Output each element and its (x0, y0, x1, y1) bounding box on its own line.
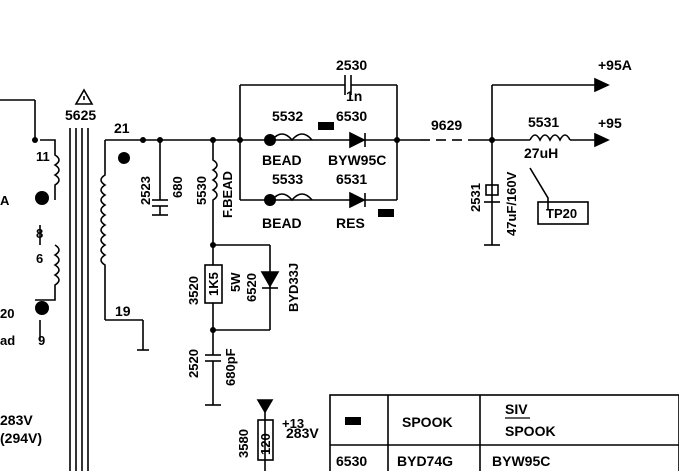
table-border (329, 394, 679, 471)
label: 680 (170, 176, 185, 198)
label: (294V) (0, 430, 42, 446)
junction (210, 242, 216, 248)
winding-right (100, 140, 107, 320)
winding-left-mid (35, 244, 60, 301)
label: 6520 (244, 273, 259, 302)
r3580-body (257, 419, 274, 461)
junction (157, 137, 163, 143)
junction (210, 137, 216, 143)
label: F.BEAD (220, 171, 235, 218)
label: 20 (0, 306, 14, 321)
label: 2523 (138, 176, 153, 205)
label: RES (336, 215, 365, 231)
marker-block (378, 209, 394, 217)
table-header: SPOOK (505, 423, 556, 439)
label: +95 (598, 115, 622, 131)
label: 47uF/160V (504, 171, 519, 236)
label: 283V (286, 425, 319, 441)
label: 11 (36, 149, 50, 164)
label: 5531 (528, 114, 559, 130)
table-marker (345, 417, 361, 425)
label: +13 (282, 416, 304, 431)
l5530 (211, 140, 218, 245)
label: 6 (36, 251, 43, 266)
label: 27uH (524, 145, 558, 161)
label: ad (0, 333, 15, 348)
label: 19 (115, 303, 131, 319)
label: 1K5 (206, 272, 221, 296)
bead-dot (264, 194, 276, 206)
label: 5533 (272, 171, 303, 187)
warning-icon (74, 88, 94, 105)
junction (394, 137, 400, 143)
label: 3520 (186, 276, 201, 305)
label: BYD33J (286, 263, 301, 312)
label: 2520 (186, 349, 201, 378)
label: TP20 (546, 206, 577, 221)
label: 3580 (236, 429, 251, 458)
table-cell: BYD74G (397, 453, 453, 469)
label: +95A (598, 57, 632, 73)
d6531-body (349, 191, 366, 209)
label: BYW95C (328, 152, 386, 168)
label: BEAD (262, 152, 302, 168)
label: 6531 (336, 171, 367, 187)
label: 1n (346, 88, 362, 104)
label: 2531 (468, 183, 483, 212)
bead-5532 (271, 133, 313, 142)
label: 283V (0, 412, 33, 428)
winding-dot (118, 152, 130, 164)
marker-block (318, 122, 334, 130)
label: 2530 (336, 57, 367, 73)
tp20-box (537, 201, 589, 225)
junction (237, 137, 243, 143)
label: 5530 (194, 176, 209, 205)
label: 9 (38, 333, 45, 348)
label: 120 (258, 433, 273, 455)
c2531-plate (485, 184, 499, 196)
label: 21 (114, 120, 130, 136)
junction (140, 137, 146, 143)
label: 5W (228, 272, 243, 292)
label: BEAD (262, 215, 302, 231)
junction (210, 327, 216, 333)
out95a-arrow (594, 77, 610, 93)
table-cell: BYW95C (492, 453, 550, 469)
bead-dot (264, 134, 276, 146)
d6520-body (260, 271, 280, 288)
table-cell: 6530 (336, 453, 367, 469)
junction (489, 137, 495, 143)
table-header: SIV (505, 401, 528, 417)
tp20-lead (529, 167, 549, 210)
label: 5532 (272, 108, 303, 124)
winding-dot (35, 191, 49, 205)
label: A (0, 193, 10, 208)
table-header: SPOOK (402, 414, 453, 430)
winding-left-top (40, 139, 60, 200)
label: 9629 (431, 117, 462, 133)
junction (32, 137, 38, 143)
label: 5625 (65, 107, 96, 123)
bead-5533 (271, 193, 313, 202)
label: 8 (36, 226, 43, 241)
l5531 (529, 134, 571, 142)
plus13-arrow (256, 399, 274, 414)
label: 680pF (223, 348, 238, 386)
winding-dot (35, 301, 49, 315)
d6530-body (349, 131, 366, 149)
label: 6530 (336, 108, 367, 124)
out95-arrow (594, 132, 610, 148)
